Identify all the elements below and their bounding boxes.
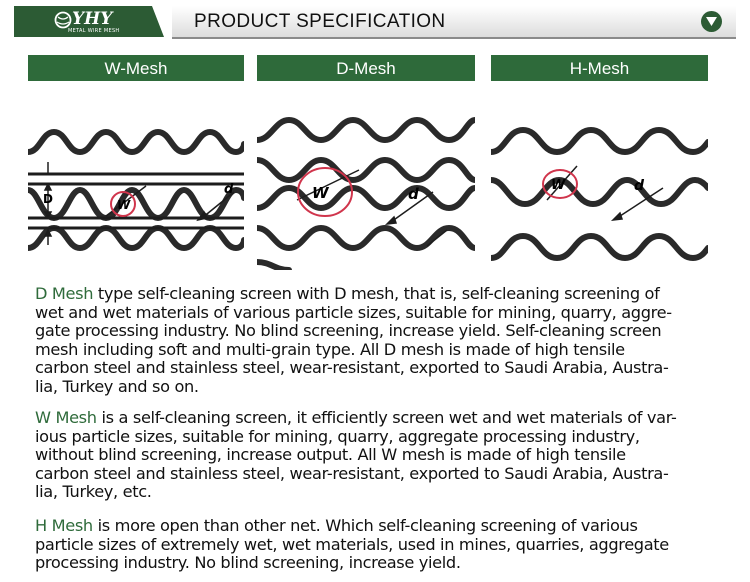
text-line: D Mesh type self-cleaning screen with D … <box>35 284 735 304</box>
label-D: D <box>43 192 53 206</box>
label-W: W <box>117 198 131 212</box>
label-d: d <box>408 185 419 203</box>
text-segment: is a self-cleaning screen, it efficientl… <box>96 408 677 427</box>
chevron-down-icon[interactable] <box>701 11 722 32</box>
h-mesh-term: H Mesh <box>35 516 93 535</box>
text-line: particle sizes of extremely wet, wet mat… <box>35 534 669 554</box>
title-bar: PRODUCT SPECIFICATION <box>172 6 736 39</box>
text-line: carbon steel and stainless steel, wear-r… <box>35 463 669 483</box>
text-line: gate processing industry. No blind scree… <box>35 321 662 341</box>
label-W: W <box>312 184 330 202</box>
d-mesh-term: D Mesh <box>35 284 94 303</box>
h-mesh-description: H Mesh is more open than other net. Whic… <box>35 516 735 573</box>
text-line: processing industry. No blind screening,… <box>35 553 461 573</box>
page-title: PRODUCT SPECIFICATION <box>194 11 446 32</box>
logo-subtext: METAL WIRE MESH <box>68 28 120 34</box>
brand-logo[interactable]: YHY METAL WIRE MESH <box>14 6 164 37</box>
text-line: without blind screening, increase output… <box>35 445 626 465</box>
globe-icon <box>54 11 72 29</box>
text-line: H Mesh is more open than other net. Whic… <box>35 516 735 536</box>
text-line: mesh including soft and multi-grain type… <box>35 339 625 359</box>
logo-text: YHY <box>72 9 113 29</box>
text-line: lia, Turkey and so on. <box>35 376 199 396</box>
tab-d-mesh[interactable]: D-Mesh <box>257 55 475 81</box>
w-mesh-term: W Mesh <box>35 408 97 427</box>
text-segment: type self-cleaning screen with D mesh, t… <box>93 284 660 303</box>
d-mesh-diagram: W d <box>257 100 475 270</box>
label-d: d <box>224 182 234 197</box>
text-line: lia, Turkey, etc. <box>35 482 152 502</box>
label-d: d <box>634 178 645 194</box>
text-line: W Mesh is a self-cleaning screen, it eff… <box>35 408 735 428</box>
tab-w-mesh[interactable]: W-Mesh <box>28 55 244 81</box>
text-line: carbon steel and stainless steel, wear-r… <box>35 358 669 378</box>
w-mesh-description: W Mesh is a self-cleaning screen, it eff… <box>35 408 735 502</box>
tab-h-mesh[interactable]: H-Mesh <box>491 55 708 81</box>
page-header: YHY METAL WIRE MESH PRODUCT SPECIFICATIO… <box>14 6 736 39</box>
text-segment: is more open than other net. Which self-… <box>92 516 638 535</box>
h-mesh-diagram: W d <box>491 100 708 270</box>
label-W: W <box>551 178 566 193</box>
text-line: ious particle sizes, suitable for mining… <box>35 426 640 446</box>
text-line: wet and wet materials of various particl… <box>35 302 672 322</box>
d-mesh-description: D Mesh type self-cleaning screen with D … <box>35 284 735 397</box>
w-mesh-diagram: D W d <box>28 100 244 270</box>
